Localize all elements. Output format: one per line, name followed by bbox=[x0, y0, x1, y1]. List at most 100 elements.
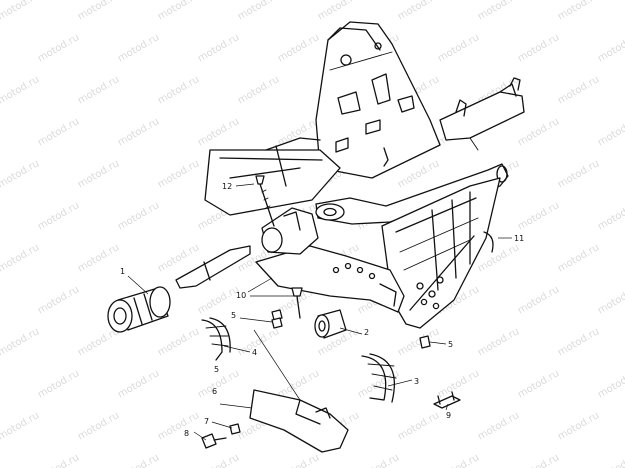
watermark-text: motod.ru bbox=[476, 410, 521, 442]
upright-plate bbox=[315, 21, 441, 179]
watermark-text: motod.ru bbox=[0, 452, 1, 468]
screw-parts-7-8 bbox=[201, 423, 241, 449]
watermark-text: motod.ru bbox=[156, 410, 201, 442]
watermark-text: motod.ru bbox=[76, 158, 121, 190]
watermark-text: motod.ru bbox=[0, 158, 41, 190]
clamp-band-part-4 bbox=[201, 317, 231, 361]
watermark-text: motod.ru bbox=[156, 158, 201, 190]
watermark-text: motod.ru bbox=[236, 326, 281, 358]
watermark-text: motod.ru bbox=[556, 242, 601, 274]
watermark-text: motod.ru bbox=[236, 74, 281, 106]
watermark-text: motod.ru bbox=[436, 32, 481, 64]
lower-arm bbox=[255, 245, 405, 313]
guard-plate-part-6 bbox=[249, 389, 349, 453]
watermark-text: motod.ru bbox=[116, 452, 161, 468]
watermark-text: motod.ru bbox=[0, 284, 1, 316]
watermark-text: motod.ru bbox=[0, 116, 1, 148]
watermark-text: motod.ru bbox=[36, 368, 81, 400]
watermark-text: motod.ru bbox=[76, 242, 121, 274]
watermark-text: motod.ru bbox=[0, 410, 41, 442]
clip-part-9 bbox=[433, 391, 461, 409]
cross-tube bbox=[315, 147, 509, 225]
watermark-text: motod.ru bbox=[36, 284, 81, 316]
watermark-text: motod.ru bbox=[516, 200, 561, 232]
callout-5-lower: 5 bbox=[214, 365, 219, 374]
clamp-band-part-3 bbox=[361, 353, 397, 403]
side-rails bbox=[204, 137, 341, 216]
callout-5-right: 5 bbox=[448, 340, 453, 349]
watermark-text: motod.ru bbox=[0, 242, 41, 274]
watermark-text: motod.ru bbox=[476, 0, 521, 23]
callout-10: 10 bbox=[236, 291, 246, 300]
skid-runner bbox=[175, 245, 251, 289]
watermark-text: motod.ru bbox=[0, 32, 1, 64]
callout-9: 9 bbox=[446, 411, 451, 420]
watermark-text: motod.ru bbox=[0, 326, 41, 358]
watermark-text: motod.ru bbox=[516, 368, 561, 400]
bushing-part-2 bbox=[314, 309, 347, 339]
watermark-text: motod.ru bbox=[0, 74, 41, 106]
watermark-text: motod.ru bbox=[116, 200, 161, 232]
callout-labels: 1 2 3 4 5 5 5 6 7 8 9 10 11 12 bbox=[120, 182, 524, 438]
hook-part-11 bbox=[483, 231, 494, 253]
watermark-text: motod.ru bbox=[436, 368, 481, 400]
callout-1: 1 bbox=[120, 267, 125, 276]
watermark-text: motod.ru bbox=[516, 32, 561, 64]
callout-6: 6 bbox=[212, 387, 217, 396]
watermark-text: motod.ru bbox=[396, 0, 441, 23]
watermark-text: motod.ru bbox=[116, 368, 161, 400]
bolt-part-12 bbox=[255, 175, 275, 227]
callout-7: 7 bbox=[204, 417, 209, 426]
watermark-text: motod.ru bbox=[396, 410, 441, 442]
watermark-text: motod.ru bbox=[76, 410, 121, 442]
watermark-text: motod.ru bbox=[196, 116, 241, 148]
watermark-text: motod.ru bbox=[36, 452, 81, 468]
callout-4: 4 bbox=[252, 348, 257, 357]
watermark-text: motod.ru bbox=[476, 326, 521, 358]
watermark-text: motod.ru bbox=[556, 0, 601, 23]
watermark-text: motod.ru bbox=[556, 74, 601, 106]
watermark-text: motod.ru bbox=[36, 116, 81, 148]
watermark-text: motod.ru bbox=[0, 200, 1, 232]
watermark-text: motod.ru bbox=[76, 0, 121, 23]
watermark-text: motod.ru bbox=[596, 368, 625, 400]
pivot-bracket bbox=[261, 207, 319, 255]
watermark-text: motod.ru bbox=[516, 116, 561, 148]
watermark-text: motod.ru bbox=[76, 74, 121, 106]
watermark-text: motod.ru bbox=[316, 0, 361, 23]
watermark-text: motod.ru bbox=[596, 32, 625, 64]
watermark-text: motod.ru bbox=[556, 410, 601, 442]
bumper-cage bbox=[381, 177, 501, 329]
watermark-text: motod.ru bbox=[236, 0, 281, 23]
watermark-text: motod.ru bbox=[516, 284, 561, 316]
callout-12: 12 bbox=[222, 182, 232, 191]
watermark-text: motod.ru bbox=[0, 368, 1, 400]
watermark-text: motod.ru bbox=[276, 452, 321, 468]
watermark-text: motod.ru bbox=[156, 0, 201, 23]
watermark-text: motod.ru bbox=[196, 32, 241, 64]
watermark-text: motod.ru bbox=[356, 452, 401, 468]
watermark-text: motod.ru bbox=[276, 32, 321, 64]
bushing-part-1 bbox=[107, 286, 171, 333]
watermark-text: motod.ru bbox=[156, 326, 201, 358]
watermark-text: motod.ru bbox=[476, 242, 521, 274]
watermark-text: motod.ru bbox=[196, 452, 241, 468]
callout-2: 2 bbox=[364, 328, 369, 337]
leader-lines bbox=[127, 183, 512, 441]
watermark-text: motod.ru bbox=[436, 452, 481, 468]
watermark-text: motod.ru bbox=[116, 32, 161, 64]
upper-tube bbox=[439, 77, 525, 151]
callout-8: 8 bbox=[184, 429, 189, 438]
watermark-text: motod.ru bbox=[596, 452, 625, 468]
callout-5-upper: 5 bbox=[231, 311, 236, 320]
watermark-text: motod.ru bbox=[156, 74, 201, 106]
watermark-text: motod.ru bbox=[556, 326, 601, 358]
watermark-text: motod.ru bbox=[596, 200, 625, 232]
watermark-text: motod.ru bbox=[116, 116, 161, 148]
nuts-part-5 bbox=[271, 317, 431, 349]
watermark-text: motod.ru bbox=[596, 284, 625, 316]
callout-11: 11 bbox=[514, 234, 524, 243]
watermark-text: motod.ru bbox=[36, 200, 81, 232]
